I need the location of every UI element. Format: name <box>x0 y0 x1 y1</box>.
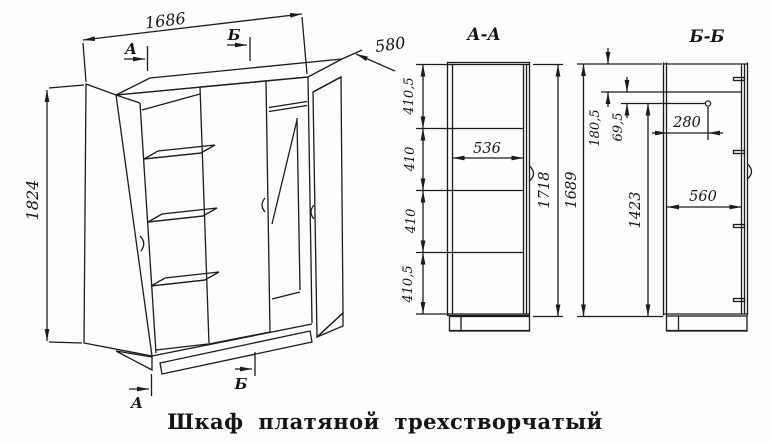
extension-line <box>48 341 83 344</box>
inner-depth-label: 560 <box>689 189 717 205</box>
dimension-line <box>82 13 303 41</box>
right-door-bottom-fold <box>316 311 344 338</box>
section-bb-title: Б-Б <box>688 27 724 46</box>
left-compartment-shelves <box>115 93 220 354</box>
door-handle-profile <box>747 163 753 180</box>
left-door-handle <box>139 235 145 252</box>
right-door-panel <box>312 75 344 339</box>
hanging-rod-line <box>268 104 308 113</box>
shelf-front-edge <box>143 152 202 160</box>
shelf-surface <box>147 207 218 223</box>
cabinet-floor-edge <box>155 343 209 351</box>
hinge-tenon <box>732 223 746 229</box>
front-bottom-edge <box>151 323 313 357</box>
dim-rod-inset: 280 <box>652 107 723 140</box>
middle-door-panel <box>199 80 271 345</box>
dim-rod-drop: 69,5 <box>611 77 630 142</box>
section-marker-b-top: Б <box>227 26 251 61</box>
interior-top-edge <box>141 93 201 111</box>
rod-to-bottom-label: 1423 <box>628 192 644 229</box>
extension-line <box>82 42 87 83</box>
shelf-surface <box>150 271 220 287</box>
dim-height-label: 1824 <box>23 180 42 221</box>
section-bb-view: Б-Б 1689 <box>564 27 753 332</box>
section-marker-b-bottom: Б <box>234 352 256 393</box>
dim-height-1689: 1689 <box>564 63 663 318</box>
right-door-open <box>310 75 344 339</box>
plinth-front <box>159 330 313 375</box>
rod-drop-label: 69,5 <box>611 113 626 142</box>
interior-bottom-edge <box>271 291 301 300</box>
dim-height-1824: 1824 <box>23 84 85 344</box>
shelf-gap-label: 410,5 <box>402 77 417 115</box>
hanging-rod-line <box>268 100 308 109</box>
section-marker-a-top: А <box>124 40 149 71</box>
right-door-top-edge <box>312 76 342 93</box>
dim-rod-to-bottom: 1423 <box>628 103 651 317</box>
shelf-front-edge <box>150 279 206 287</box>
marker-b-label: Б <box>234 375 248 393</box>
middle-door-handle <box>261 197 266 213</box>
section-aa-title: А-А <box>466 25 501 44</box>
shelf-gap-label: 410,5 <box>401 265 416 303</box>
dim-shelf-chain: 410,5 410 410 410,5 <box>401 63 452 315</box>
cabinet-body <box>83 58 343 357</box>
gable-foot <box>115 350 153 372</box>
hinge-tenon <box>732 297 746 303</box>
shelf-gap-label: 410 <box>403 147 418 173</box>
dim-depth-label: 580 <box>374 33 407 56</box>
hinge-tenon <box>732 76 746 82</box>
open-door-top-edge <box>115 94 141 104</box>
dim-top-offset: 180,5 <box>588 48 611 147</box>
dim-inner-width: 536 <box>452 141 524 161</box>
middle-door <box>199 80 271 345</box>
carcass-outline <box>446 61 531 317</box>
interior-diagonal-edge <box>271 119 298 225</box>
inner-width-label: 536 <box>473 141 501 157</box>
right-front-edge <box>307 76 313 324</box>
section-aa-view: А-А <box>401 25 563 332</box>
dim-width-label: 1686 <box>144 9 187 33</box>
marker-a-label: А <box>124 40 137 58</box>
shelf-gap-label: 410 <box>404 209 419 235</box>
shelf-front-edge <box>147 215 204 223</box>
dim-inner-height: 1718 <box>533 63 563 318</box>
rod-inset-label: 280 <box>672 115 701 131</box>
hanging-rod-section <box>704 100 712 107</box>
extension-line <box>301 16 308 75</box>
inner-height-label: 1718 <box>537 172 553 209</box>
door-handle-profile <box>529 165 535 182</box>
section-marker-a-bottom: А <box>129 374 153 412</box>
dim-inner-depth: 560 <box>667 189 742 210</box>
shelf-surface <box>143 144 216 160</box>
right-compartment <box>268 100 308 300</box>
plinth <box>115 323 313 375</box>
dim-width-1686: 1686 <box>82 9 308 83</box>
dimension-line <box>355 53 396 72</box>
top-offset-label: 180,5 <box>588 109 603 146</box>
interior-corner-edge <box>296 117 301 291</box>
marker-a-label: А <box>130 394 143 412</box>
dim-depth-580: 580 <box>341 33 407 72</box>
marker-b-label: Б <box>227 26 241 44</box>
extension-line <box>48 84 85 89</box>
height-label: 1689 <box>564 172 580 209</box>
open-door-edge <box>139 102 157 354</box>
extension-line <box>341 49 363 60</box>
hinge-tenon <box>732 149 746 155</box>
right-door-handle <box>310 204 315 220</box>
perspective-view: 1686 А Б 580 <box>23 9 407 412</box>
drawing-caption: Шкаф платяной трехстворчатый <box>167 409 603 434</box>
